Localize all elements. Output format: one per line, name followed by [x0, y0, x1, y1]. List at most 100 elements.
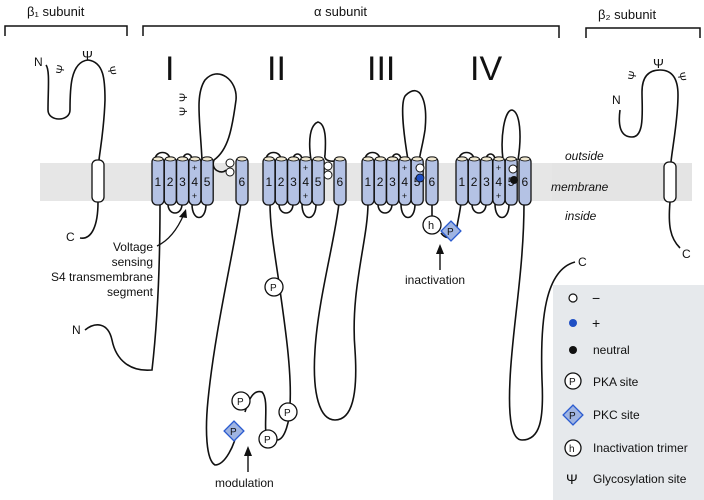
- glycosylation-icon: Ψ: [674, 71, 687, 82]
- legend-label-pka: PKA site: [593, 375, 639, 389]
- helix-s3-domain-2: 3: [286, 156, 301, 206]
- helix-number: 4: [302, 175, 309, 189]
- beta1-title: β₁ subunit: [27, 4, 85, 19]
- s4-plus-bottom-charge: +: [192, 191, 197, 201]
- domain-label-I: I: [165, 50, 174, 88]
- pore-residues: [225, 158, 518, 184]
- helix-s4-domain-2: 4++: [299, 156, 313, 206]
- legend-label-negative: −: [592, 290, 600, 306]
- helix-number: 2: [167, 175, 174, 189]
- outside-label: outside: [565, 149, 604, 163]
- glycosylation-icon: Ψ: [178, 93, 190, 102]
- arrow-icon: [156, 213, 185, 247]
- helix-s3-domain-3: 3: [385, 156, 400, 206]
- glycosylation-icon: Ψ: [54, 64, 67, 75]
- pka-site: P: [231, 391, 251, 411]
- helix-number: 2: [278, 175, 285, 189]
- beta2-c-terminus: C: [682, 247, 691, 261]
- alpha-c-terminus: C: [578, 255, 587, 269]
- helix-number: 2: [377, 175, 384, 189]
- s4-plus-top-charge: +: [303, 163, 308, 173]
- beta2-bracket: [585, 27, 701, 38]
- helix-s5-domain-2: 5: [311, 156, 325, 206]
- helix-s3-domain-1: 3: [175, 156, 190, 206]
- helix-number: 3: [483, 175, 490, 189]
- alpha-title: α subunit: [314, 4, 367, 19]
- negative-residue: [508, 164, 518, 174]
- helix-s6-domain-2: 6: [333, 156, 347, 206]
- helix-number: 1: [266, 175, 273, 189]
- legend-label-trimer: Inactivation trimer: [593, 441, 688, 455]
- inside-label: inside: [565, 209, 597, 223]
- helix-s4-domain-4: 4++: [492, 156, 506, 206]
- beta1-bracket: [4, 25, 128, 36]
- pka-site: P: [258, 429, 278, 449]
- glycosylation-icon: Ψ: [566, 471, 578, 487]
- helix-number: 5: [414, 175, 421, 189]
- p-symbol: P: [569, 377, 576, 388]
- p-symbol: P: [230, 427, 237, 438]
- inactivation-trimer-icon: [564, 439, 582, 457]
- helix-s6-domain-3: 6: [425, 156, 439, 206]
- positive-residue: [415, 173, 425, 183]
- negative-residue: [225, 167, 235, 177]
- pkc-site: P: [440, 220, 462, 242]
- blue-circle-icon: [569, 319, 577, 327]
- p-symbol: P: [264, 435, 271, 446]
- legend-label-glycosylation: Glycosylation site: [593, 472, 687, 486]
- helix-number: 4: [495, 175, 502, 189]
- negative-residue: [323, 170, 333, 180]
- helix-s4-domain-3: 4++: [398, 156, 412, 206]
- legend-box: [553, 285, 704, 500]
- voltage-sensor-annotation: Voltage sensing S4 transmembrane segment: [51, 209, 187, 299]
- helix-number: 3: [179, 175, 186, 189]
- helix-s2-domain-2: 2: [274, 156, 288, 206]
- domain-label-II: II: [267, 50, 286, 88]
- p-symbol: P: [447, 227, 454, 238]
- inactivation-annotation: inactivation: [405, 244, 465, 287]
- helix-s4-domain-1: 4++: [188, 156, 202, 206]
- alpha-chain: [84, 73, 576, 466]
- beta2-subunit: N C Ψ Ψ Ψ: [612, 56, 691, 261]
- helix-number: 5: [204, 175, 211, 189]
- helix-number: 1: [365, 175, 372, 189]
- pka-site: P: [278, 402, 298, 422]
- helix-number: 1: [155, 175, 162, 189]
- negative-residue: [323, 161, 333, 171]
- alpha-n-terminus: N: [72, 323, 81, 337]
- modulation-label: modulation: [215, 476, 274, 490]
- arrowhead-icon: [244, 446, 252, 456]
- voltage-line-2: sensing: [112, 255, 153, 269]
- s4-plus-top-charge: +: [192, 163, 197, 173]
- pkc-site: P: [223, 420, 245, 442]
- helix-number: 4: [401, 175, 408, 189]
- helix-s1-domain-3: 1: [361, 156, 375, 206]
- s4-plus-top-charge: +: [402, 163, 407, 173]
- arrowhead-icon: [179, 209, 187, 218]
- helix-number: 6: [337, 175, 344, 189]
- helix-number: 6: [522, 175, 529, 189]
- helix-s1-domain-4: 1: [455, 156, 469, 206]
- glycosylation-icon: Ψ: [104, 65, 117, 76]
- arrowhead-icon: [436, 244, 444, 254]
- helix-number: 6: [239, 175, 246, 189]
- black-circle-icon: [569, 346, 577, 354]
- negative-residue: [225, 158, 235, 168]
- legend-label-pkc: PKC site: [593, 408, 640, 422]
- domain-label-III: III: [367, 50, 395, 88]
- beta1-subunit: N C Ψ Ψ Ψ: [34, 48, 118, 244]
- alpha-bracket: [142, 25, 560, 38]
- glycosylation-icon: Ψ: [178, 107, 190, 116]
- helix-number: 3: [389, 175, 396, 189]
- glycosylation-icon: Ψ: [653, 56, 664, 71]
- voltage-line-4: segment: [107, 285, 154, 299]
- inactivation-label: inactivation: [405, 273, 465, 287]
- voltage-line-3: S4 transmembrane: [51, 270, 153, 284]
- helix-number: 2: [471, 175, 478, 189]
- modulation-annotation: modulation: [215, 446, 274, 490]
- h-symbol: h: [569, 444, 575, 455]
- pka-icon: [564, 372, 582, 390]
- helix-s1-domain-2: 1: [262, 156, 276, 206]
